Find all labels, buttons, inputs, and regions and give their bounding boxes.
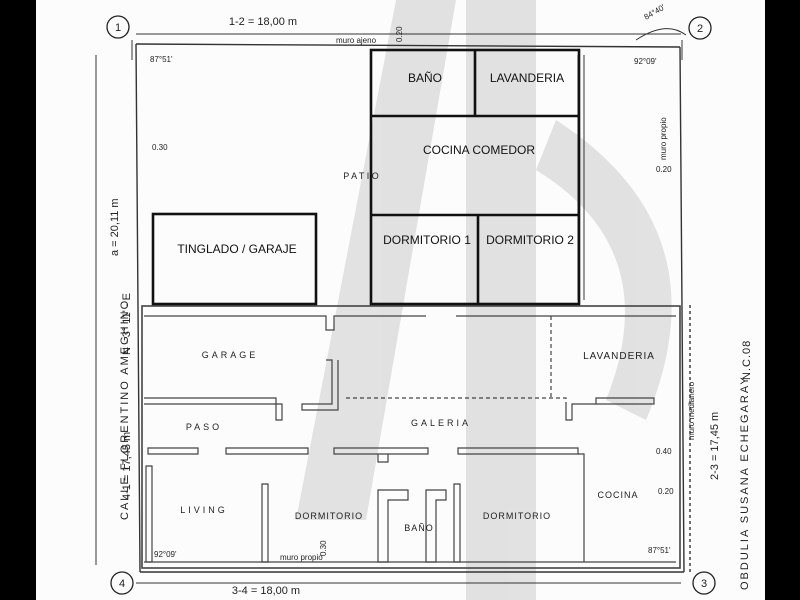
corner-marker-3: 3 [692, 571, 716, 595]
dimension-left-segment: 4-1 = 17,45 m [121, 432, 133, 500]
room-dormitorio-a: DORMITORIO [295, 511, 363, 521]
room-garage: GARAGE [202, 350, 259, 360]
room-new-dormitorio-2: DORMITORIO 2 [486, 233, 574, 247]
corner-marker-2: 2 [688, 16, 712, 40]
room-new-cocina-comedor: COCINA COMEDOR [423, 143, 535, 157]
room-cocina: COCINA [597, 490, 638, 500]
watermark-logo [296, 0, 672, 600]
angle-top-left: 87°51' [150, 55, 173, 64]
room-new-bano: BAÑO [408, 71, 442, 85]
room-paso: PASO [186, 422, 222, 432]
dimension-lines [95, 28, 687, 584]
room-galeria: GALERIA [411, 418, 471, 428]
corner-marker-4: 4 [110, 571, 134, 595]
street-name: CALLE FLORENTINO AMEGHINO [119, 299, 131, 520]
bearing: N - 3° 11' - E [121, 293, 133, 355]
neighbor-name: OBDULIA SUSANA ECHEGARAY [739, 375, 751, 590]
existing-house-walls [141, 305, 681, 569]
dimension-right-segment: 2-3 = 17,45 m [709, 412, 721, 480]
room-new-dormitorio-1: DORMITORIO 1 [383, 233, 471, 247]
angle-top-right-inner: 92°09' [634, 57, 657, 66]
thickness-020-cocina: 0.20 [658, 487, 674, 496]
room-new-tinglado: TINGLADO / GARAJE [177, 242, 296, 256]
room-lavanderia: LAVANDERIA [583, 351, 655, 362]
thickness-040: 0.40 [656, 447, 672, 456]
wall-note-bottom: muro propio [280, 553, 323, 562]
svg-text:1: 1 [115, 22, 121, 34]
floor-plan: 1 2 3 4 [95, 0, 753, 600]
room-living: LIVING [180, 505, 228, 515]
svg-text:4: 4 [119, 578, 125, 590]
thickness-030-left: 0.30 [152, 143, 168, 152]
room-new-lavanderia: LAVANDERIA [490, 71, 564, 85]
angle-top-right-outer: 84°40' [643, 2, 667, 21]
thickness-030-bottom: 0.30 [319, 540, 328, 556]
thickness-020-top: 0.20 [395, 26, 404, 42]
plan-sheet: 1 2 3 4 [36, 0, 765, 600]
wall-note-shared: muro medianero [687, 381, 696, 440]
room-patio: P A T I O [343, 171, 379, 181]
wall-note-top: muro ajeno [336, 36, 377, 45]
wall-note-right: muro propio [659, 117, 668, 160]
corner-marker-1: 1 [106, 15, 130, 39]
svg-text:3: 3 [701, 578, 707, 590]
dimension-top: 1-2 = 18,00 m [229, 16, 297, 28]
angle-bottom-left: 92°09' [154, 550, 177, 559]
neighbor-code: N.C.08 [741, 340, 753, 380]
svg-text:2: 2 [697, 23, 703, 35]
new-construction-walls [151, 48, 581, 306]
room-bano: BAÑO [404, 523, 434, 533]
dimension-bottom: 3-4 = 18,00 m [232, 585, 300, 597]
room-dormitorio-b: DORMITORIO [483, 511, 551, 521]
angle-bottom-right: 87°51' [648, 546, 671, 555]
dimension-left-total: a = 20,11 m [109, 198, 121, 256]
thickness-020-right: 0.20 [656, 165, 672, 174]
